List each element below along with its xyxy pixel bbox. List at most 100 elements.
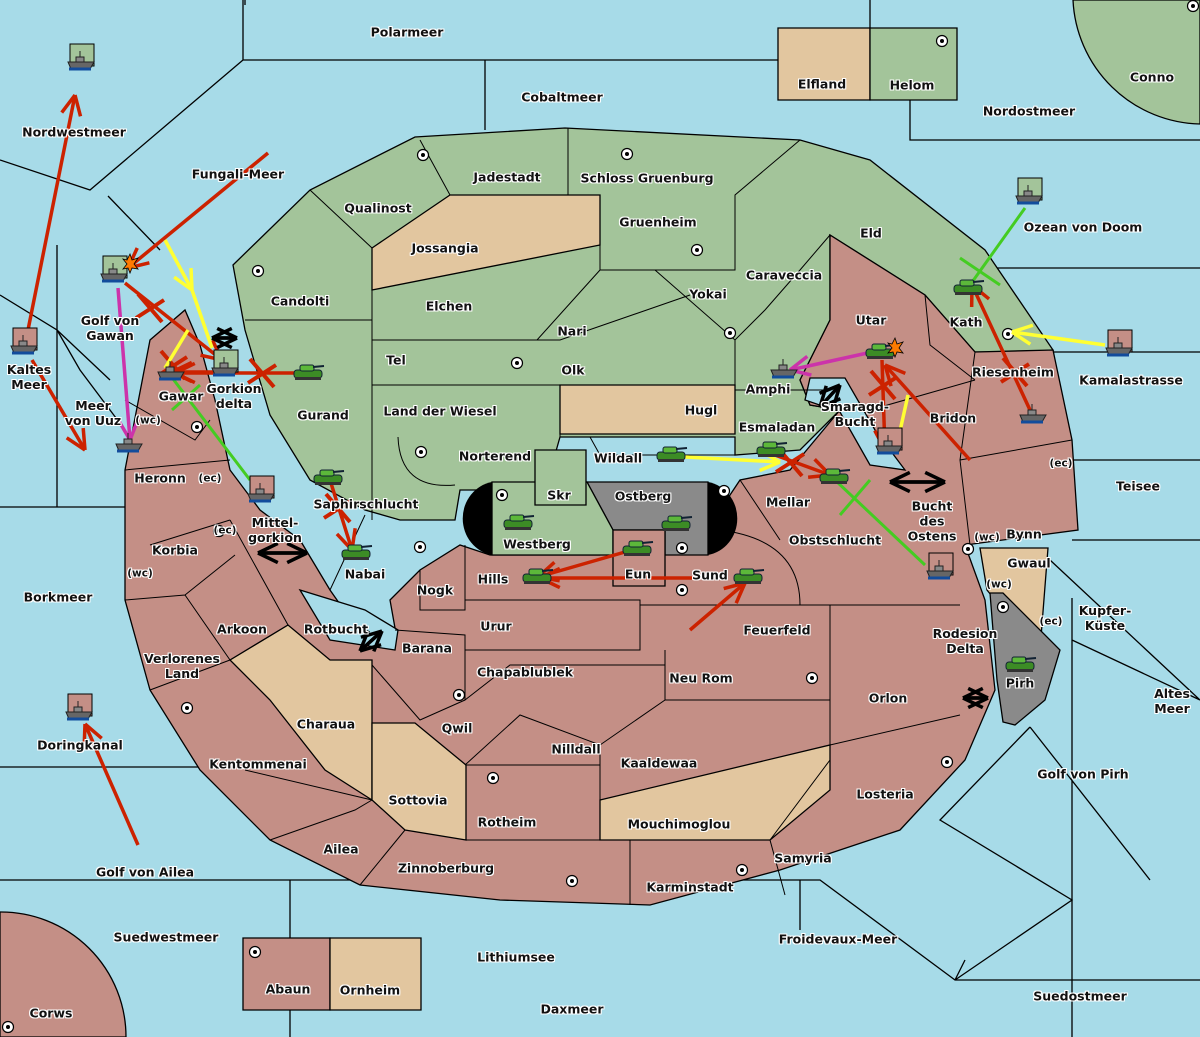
label-abaun: Abaun [265, 981, 311, 997]
fleet-unit-icon[interactable] [157, 361, 185, 381]
label-elfland: Elfland [797, 76, 847, 92]
coast-link-arrow-head [889, 470, 911, 484]
label-kaaldewaa: Kaaldewaa [620, 755, 698, 771]
support-arrow-head [1011, 330, 1032, 346]
coast-link-arrow-head [211, 326, 233, 340]
convoy-line [959, 256, 1001, 287]
label-mittelgorkion: Mittel-gorkion [248, 515, 302, 545]
label-teisee: Teisee [1115, 478, 1161, 494]
supply-center-icon [413, 540, 427, 554]
supply-center-icon [212, 524, 226, 538]
region-ornheim[interactable] [329, 937, 422, 1011]
region-conno[interactable] [1072, 0, 1200, 125]
army-unit-icon[interactable] [656, 446, 688, 462]
label-gurand: Gurand [297, 407, 349, 423]
supply-center-icon [251, 264, 265, 278]
army-unit-icon[interactable] [622, 540, 654, 556]
coast-label-ec: (ec) [198, 472, 222, 485]
label-korbia: Korbia [152, 542, 198, 558]
region-eun[interactable] [612, 529, 666, 587]
support-line [163, 329, 190, 369]
supply-center-icon [735, 863, 749, 877]
supply-center-icon [690, 243, 704, 257]
retreat-arrow-head [128, 418, 140, 441]
fleet-unit-icon[interactable] [247, 475, 275, 503]
support-arrow-head [173, 275, 194, 292]
fleet-unit-icon[interactable] [115, 433, 143, 453]
coast-link-arrow [358, 629, 384, 653]
fleet-unit-icon[interactable] [1019, 404, 1047, 424]
army-unit-icon[interactable] [953, 279, 985, 295]
label-heronn: Heronn [134, 470, 186, 486]
fleet-unit-icon[interactable] [770, 359, 798, 379]
label-cobaltmeer: Cobaltmeer [521, 89, 603, 105]
coast-label-wc: (wc) [127, 567, 153, 580]
army-unit-icon[interactable] [503, 514, 535, 530]
fleet-unit-icon[interactable] [211, 349, 239, 377]
support-arrow-head [189, 267, 194, 291]
label-obstschlucht: Obstschlucht [788, 532, 882, 548]
convoy-line [838, 479, 872, 516]
supply-center-icon [620, 147, 634, 161]
army-unit-icon[interactable] [661, 515, 693, 531]
label-jossangia: Jossangia [411, 240, 479, 256]
fleet-unit-icon[interactable] [1015, 177, 1043, 205]
label-jadestadt: Jadestadt [473, 169, 541, 185]
army-unit-icon[interactable] [1005, 656, 1037, 672]
fleet-unit-icon[interactable] [875, 427, 903, 455]
label-smaragd: Smaragd-Bucht [820, 399, 890, 429]
fleet-unit-icon[interactable] [1105, 329, 1133, 357]
army-unit-icon[interactable] [865, 336, 904, 359]
label-arkoon: Arkoon [217, 621, 267, 637]
move-arrow-head [82, 723, 87, 747]
label-borkmeer: Borkmeer [23, 589, 93, 605]
support-arrow-head [759, 460, 781, 473]
move-arrow-head [734, 582, 747, 604]
label-pirh: Pirh [1005, 675, 1035, 691]
move-arrow [774, 453, 831, 477]
army-unit-icon[interactable] [756, 441, 788, 457]
coast-link-arrow-head [211, 336, 233, 350]
label-gwaul: Gwaul [1007, 555, 1051, 571]
coast-link-arrow-head [257, 541, 279, 555]
label-losteria: Losteria [856, 786, 914, 802]
label-suedwestmeer: Suedwestmeer [113, 929, 219, 945]
army-unit-icon[interactable] [733, 568, 765, 584]
fleet-unit-icon[interactable] [65, 693, 93, 721]
fleet-unit-icon[interactable] [926, 552, 954, 580]
label-kentommenai: Kentommenai [209, 756, 307, 772]
label-nordostmeer: Nordostmeer [982, 103, 1076, 119]
supply-center-icon [452, 688, 466, 702]
label-kath: Kath [949, 314, 983, 330]
label-suedostmeer: Suedostmeer [1033, 988, 1127, 1004]
label-eun: Eun [624, 566, 652, 582]
move-arrow [83, 723, 140, 846]
label-kupfer: Kupfer-Küste [1078, 603, 1132, 633]
region-skr[interactable] [534, 449, 587, 506]
fleet-unit-icon[interactable] [100, 252, 139, 283]
supply-center-icon [961, 542, 975, 556]
label-mellar: Mellar [765, 494, 811, 510]
fleet-unit-icon[interactable] [10, 327, 38, 355]
label-qualinost: Qualinost [344, 200, 412, 216]
army-unit-icon[interactable] [341, 544, 373, 560]
move-arrow-head [81, 427, 87, 451]
fleet-unit-icon[interactable] [67, 43, 95, 71]
region-corws[interactable] [0, 911, 127, 1037]
army-unit-icon[interactable] [313, 469, 345, 485]
explosion-icon [886, 336, 904, 359]
cap-west [462, 482, 492, 555]
army-unit-icon[interactable] [819, 468, 851, 484]
label-sottovia: Sottovia [388, 792, 448, 808]
region-helom[interactable] [869, 27, 958, 101]
army-unit-icon[interactable] [522, 568, 554, 584]
label-golfailea: Golf von Ailea [95, 864, 195, 880]
label-samyria: Samyria [774, 850, 832, 866]
label-ornheim: Ornheim [339, 982, 401, 998]
army-unit-icon[interactable] [293, 364, 325, 380]
label-gruenheim: Gruenheim [619, 214, 697, 230]
supply-center-icon [510, 356, 524, 370]
